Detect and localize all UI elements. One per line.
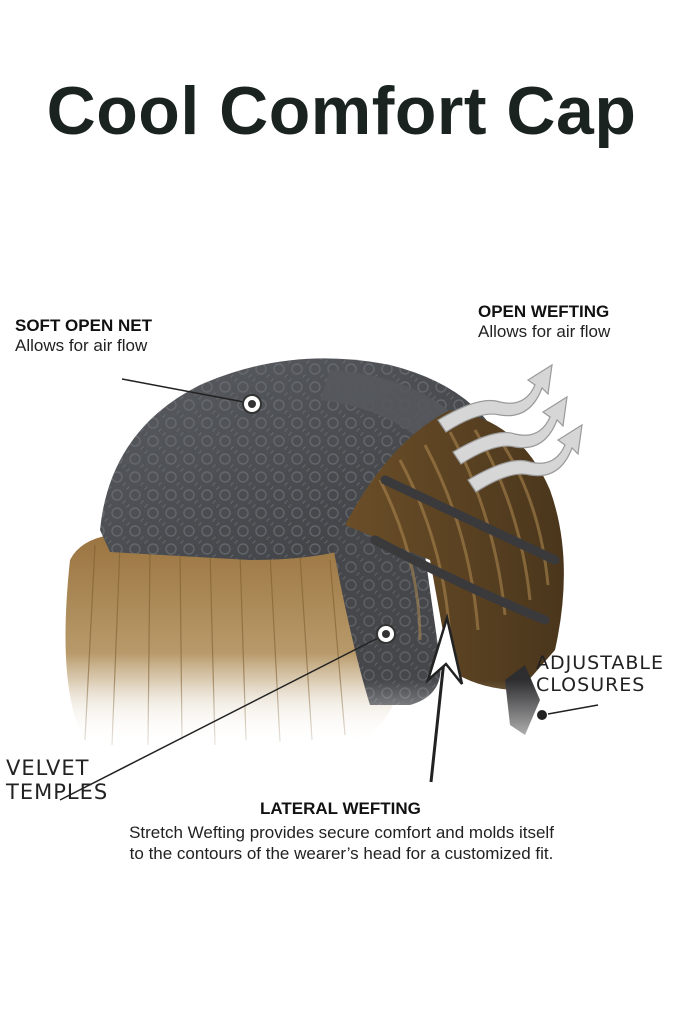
page-title: Cool Comfort Cap (46, 73, 637, 149)
velvet-temples-label: VELVET TEMPLES (6, 756, 108, 804)
velvet-temples-line2: TEMPLES (6, 780, 109, 805)
soft-open-net-label: SOFT OPEN NET Allows for air flow (15, 316, 152, 357)
adjustable-closures-label: ADJUSTABLE CLOSURES (536, 652, 664, 697)
soft-open-net-leader (121, 378, 245, 403)
adjustable-closures-leader (547, 704, 599, 715)
lateral-wefting-label: LATERAL WEFTING (260, 799, 421, 819)
velvet-temples-leader (59, 637, 379, 801)
open-wefting-sub: Allows for air flow (478, 322, 611, 342)
lateral-wefting-arrow (425, 613, 464, 783)
adjustable-closures-line1: ADJUSTABLE (536, 652, 664, 674)
lateral-wefting-desc-line2: to the contours of the wearer’s head for… (129, 844, 554, 864)
wefting-area (345, 410, 564, 690)
open-wefting-label: OPEN WEFTING Allows for air flow (478, 302, 610, 343)
soft-open-net-sub: Allows for air flow (15, 336, 148, 356)
lateral-wefting-desc-line1: Stretch Wefting provides secure comfort … (129, 823, 554, 842)
open-wefting-heading: OPEN WEFTING (478, 302, 610, 321)
adjustable-closures-line2: CLOSURES (536, 673, 646, 696)
soft-open-net-heading: SOFT OPEN NET (15, 316, 152, 335)
velvet-temples-line1: VELVET (6, 756, 90, 780)
lateral-wefting-description: Stretch Wefting provides secure comfort … (0, 822, 683, 865)
lateral-wefting-heading: LATERAL WEFTING (260, 799, 421, 818)
airflow-arrows (437, 363, 583, 493)
